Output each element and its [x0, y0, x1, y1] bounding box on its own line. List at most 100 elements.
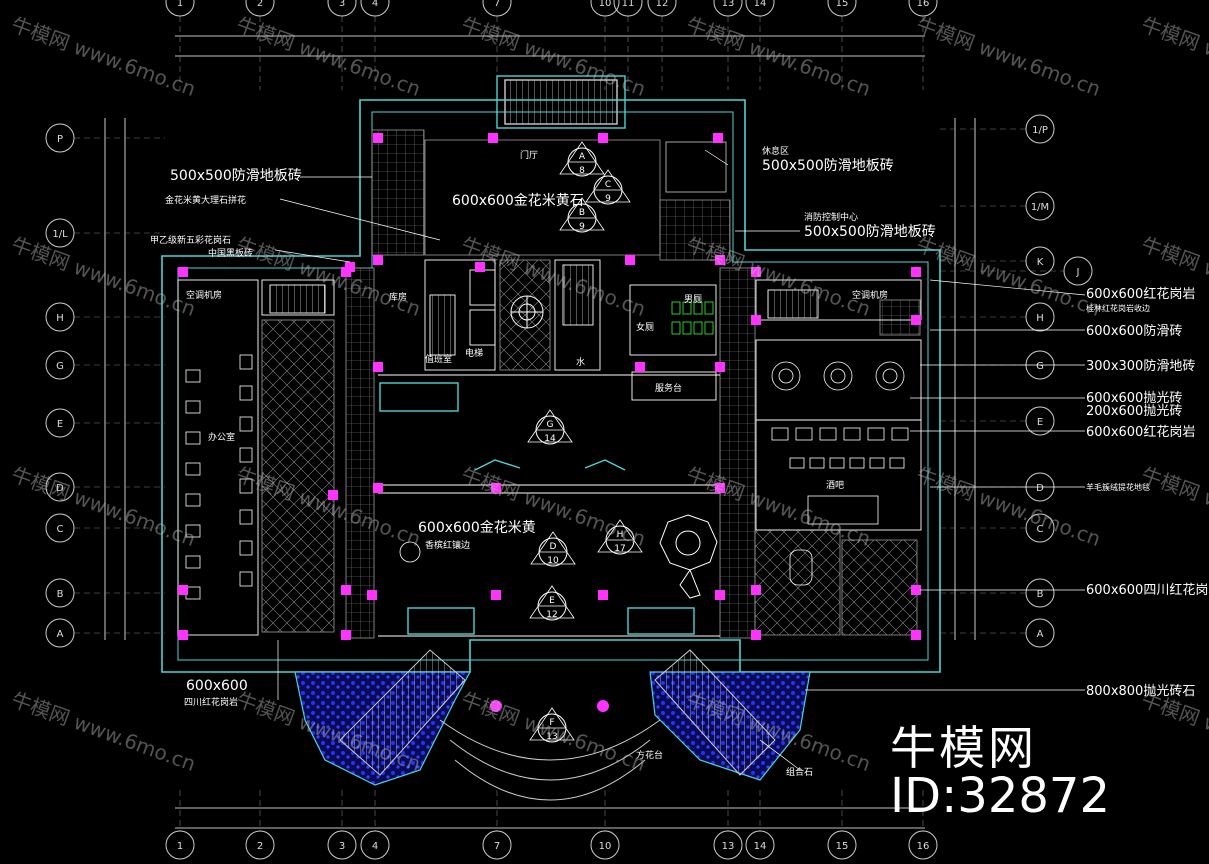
desk [185, 493, 201, 507]
label-c3: 香槟红镶边 [425, 539, 470, 551]
grid-bubble-left-7: B [45, 578, 75, 608]
column-11 [373, 483, 383, 493]
grid-bubble-top-3: 4 [360, 0, 390, 17]
section-marker-4: D10 [530, 531, 576, 567]
label-r4: 600x600防滑砖 [1086, 323, 1182, 339]
grid-bubble-bottom-6: 13 [713, 830, 743, 860]
grid-bubble-left-0: P [45, 123, 75, 153]
bar-table [829, 457, 845, 469]
label-r5: 300x300防滑地砖 [1086, 358, 1195, 374]
column-32 [373, 362, 383, 372]
grid-bubble-left-1: 1/L [45, 218, 75, 248]
toilet-stall [693, 301, 703, 315]
section-marker-number: 14 [544, 434, 556, 444]
room-ac-left: 空调机房 [186, 289, 222, 301]
bar-table [869, 457, 885, 469]
grid-bubble-left-8: A [45, 618, 75, 648]
desk [185, 586, 201, 600]
column-23 [341, 630, 351, 640]
watermark-text: 牛模网 www.6mo.cn [8, 462, 199, 551]
bar-table [843, 427, 861, 441]
room-terrace: 方花台 [636, 749, 663, 761]
grid-bubble-top-8-label: 13 [722, 0, 735, 9]
floor-medallion [510, 295, 544, 329]
column-28 [345, 262, 355, 272]
round-table [875, 361, 905, 391]
column-19 [715, 590, 725, 600]
section-marker-letter: F [549, 718, 554, 728]
column-3 [713, 133, 723, 143]
column-21 [911, 585, 921, 595]
grid-bubble-top-2: 3 [327, 0, 357, 17]
grid-bubble-left-6: C [45, 513, 75, 543]
column-33 [328, 490, 338, 500]
section-marker-1: B9 [559, 197, 605, 233]
grid-bubble-right-6: E [1025, 406, 1055, 436]
watermark-text: 牛模网 www.6mo.cn [913, 12, 1104, 101]
column-0 [373, 133, 383, 143]
label-r7: 600x600红花岗岩 [1086, 424, 1195, 440]
watermark-text: 牛模网 www.6mo.cn [1138, 462, 1209, 551]
round-table [823, 361, 853, 391]
room-duty: 值班室 [425, 353, 452, 365]
round-table [771, 361, 801, 391]
grid-bubble-bottom-5: 10 [590, 830, 620, 860]
desk [185, 369, 201, 383]
column-17 [491, 590, 501, 600]
grid-bubble-bottom-2-label: 3 [339, 841, 345, 852]
bar-table [789, 457, 805, 469]
toilet-stall [671, 321, 681, 335]
round-table [882, 368, 898, 384]
label-l1: 500x500防滑地板砖 [170, 167, 302, 184]
section-marker-letter: E [549, 596, 555, 606]
section-marker-number: 13 [546, 732, 557, 742]
grid-bubble-right-7-label: D [1036, 483, 1044, 494]
room-office: 办公室 [208, 431, 235, 443]
desk [185, 555, 201, 569]
entrance-portico [496, 75, 626, 129]
grid-bubble-top-4-label: 7 [494, 0, 500, 9]
grid-bubble-top-0-label: 1 [177, 0, 183, 9]
bar-counter [807, 495, 879, 525]
grid-axis-lines [74, 16, 1064, 831]
watermark-text: 牛模网 www.6mo.cn [8, 12, 199, 101]
grid-bubble-right-0: 1/P [1025, 114, 1055, 144]
column-2 [598, 133, 608, 143]
section-marker-letter: B [579, 208, 585, 218]
section-marker-letter: H [617, 530, 624, 540]
watermark-text: 牛模网 www.6mo.cn [1138, 12, 1209, 101]
section-marker-letter: G [547, 420, 554, 430]
grid-bubble-bottom-7-label: 14 [754, 841, 767, 852]
leader-lines [274, 149, 1086, 771]
grid-bubble-right-10: A [1025, 618, 1055, 648]
grid-bubble-bottom-8-label: 15 [836, 841, 849, 852]
grid-bubble-right-6-label: E [1037, 417, 1043, 428]
column-29 [475, 262, 485, 272]
watermark-text: 牛模网 www.6mo.cn [8, 687, 199, 776]
grid-bubble-bottom-1-label: 2 [257, 841, 263, 852]
bar-table [819, 427, 837, 441]
grid-bubble-left-4-label: E [57, 419, 63, 430]
section-marker-3: G 14 [527, 409, 573, 445]
label-r1: 500x500防滑地板砖 [762, 157, 894, 174]
column-20 [751, 585, 761, 595]
grid-bubble-top-4: 7 [482, 0, 512, 17]
grid-bubble-bottom-6-label: 13 [722, 841, 735, 852]
lounge-sofa [665, 141, 727, 193]
grid-bubble-left-4: E [45, 408, 75, 438]
label-c1: 600x600金花米黄石 [452, 192, 584, 209]
column-6 [715, 255, 725, 265]
annotations: 500x500防滑地板砖 金花米黄大理石拼花 甲乙级新五彩花岗石 中国黑板砖 6… [150, 145, 1209, 778]
grid-bubble-bottom-0-label: 1 [177, 841, 183, 852]
room-ac-right: 空调机房 [852, 289, 888, 301]
column-5 [625, 255, 635, 265]
toilet-stall [671, 301, 681, 315]
grid-bubble-bottom-3: 4 [360, 830, 390, 860]
grid-bubble-right-9: B [1025, 578, 1055, 608]
grid-bubble-top-1: 2 [245, 0, 275, 17]
grid-bubble-bottom-7: 14 [745, 830, 775, 860]
room-ladies: 女厕 [636, 321, 654, 333]
label-r8: 羊毛簇绒提花地毯 [1086, 482, 1150, 492]
